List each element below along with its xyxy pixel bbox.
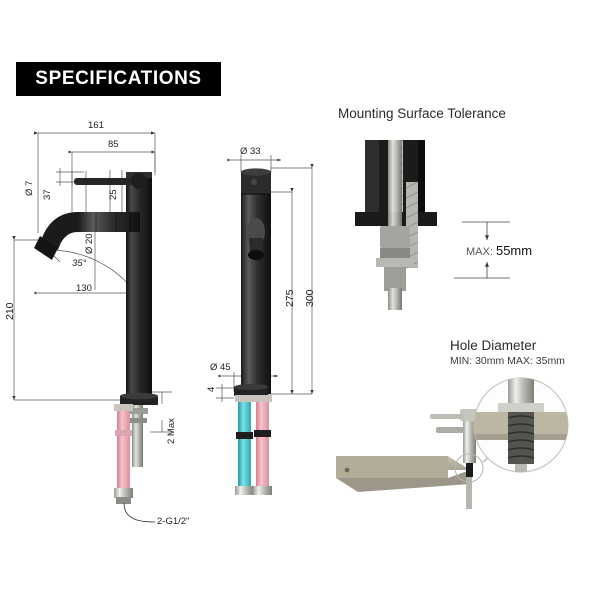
mounting-max-label: MAX: 55mm xyxy=(466,243,532,258)
hole-diameter-title: Hole Diameter xyxy=(450,338,537,353)
faucet-side-body xyxy=(34,172,158,523)
page-title-bar: SPECIFICATIONS xyxy=(16,62,221,96)
mounting-max-prefix: MAX: xyxy=(466,246,493,258)
dim-spout-reach-inner: 130 xyxy=(76,283,92,294)
callout-supply-thread: 2-G1/2" xyxy=(157,516,190,527)
page-title: SPECIFICATIONS xyxy=(35,68,202,89)
mounting-surface-tolerance-title: Mounting Surface Tolerance xyxy=(338,106,506,121)
mounting-max-value: 55mm xyxy=(495,243,533,258)
faucet-front-body xyxy=(234,168,272,495)
dim-base-dia: Ø 45 xyxy=(210,362,231,373)
dim-overall-reach: 161 xyxy=(88,120,104,131)
dim-spout-angle: 35° xyxy=(72,258,87,269)
dim-spout-offset: 85 xyxy=(108,139,119,150)
hole-diameter-spec: MIN: 30mm MAX: 35mm xyxy=(450,355,565,367)
dim-body-dia: Ø 33 xyxy=(240,146,261,157)
